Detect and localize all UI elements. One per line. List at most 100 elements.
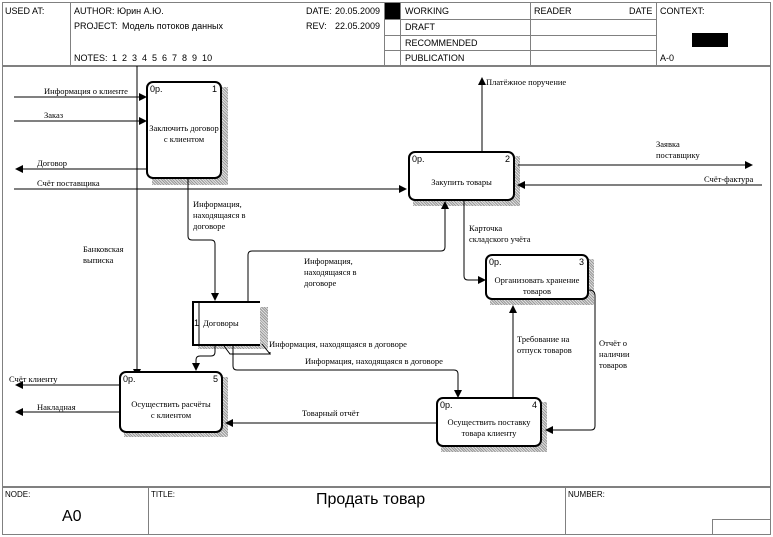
arrow-stock-report bbox=[545, 289, 596, 434]
data-store-body bbox=[193, 302, 260, 345]
status-row-line-2 bbox=[384, 35, 656, 36]
process-4[interactable]: 0р. 4 Осуществить поставку товара клиент… bbox=[436, 397, 542, 447]
label-bank-statement-2: выписка bbox=[83, 255, 114, 265]
footer-small-box bbox=[712, 519, 771, 535]
data-store-name: Договоры bbox=[203, 318, 239, 328]
diagram-frame bbox=[2, 66, 771, 487]
process-3-op: 0р. bbox=[489, 257, 502, 267]
project-value: Модель потоков данных bbox=[122, 21, 224, 31]
label-bank-statement-1: Банковская bbox=[83, 244, 124, 254]
label-supplier-request-2: поставщику bbox=[656, 150, 700, 160]
status-draft[interactable]: DRAFT bbox=[405, 22, 435, 32]
used-at-label: USED AT: bbox=[5, 6, 45, 16]
footer-divider-1 bbox=[148, 487, 149, 535]
status-publication[interactable]: PUBLICATION bbox=[405, 53, 465, 63]
process-1[interactable]: 0р. 1 Заключить договор с клиентом bbox=[146, 81, 222, 179]
process-1-op: 0р. bbox=[150, 84, 163, 94]
label-contract-info-d: Информация, находящаяся в договоре bbox=[305, 356, 443, 366]
label-client-bill: Счёт клиенту bbox=[9, 374, 58, 384]
notes-label: NOTES: bbox=[74, 53, 108, 63]
context-node-marker bbox=[692, 33, 728, 47]
process-2[interactable]: 0р. 2 Закупить товары bbox=[408, 151, 515, 201]
date-label: DATE: bbox=[306, 6, 332, 16]
footer-frame bbox=[2, 487, 771, 535]
label-contract: Договор bbox=[37, 158, 68, 168]
label-stock-card-2: складского учёта bbox=[469, 234, 531, 244]
reader-date-label: DATE bbox=[629, 6, 653, 16]
arrow-contract-info-c bbox=[192, 346, 216, 371]
process-5-name-line2: с клиентом bbox=[150, 410, 192, 420]
status-row-line-3 bbox=[384, 50, 656, 51]
label-waybill: Накладная bbox=[37, 402, 76, 412]
label-order: Заказ bbox=[44, 110, 64, 120]
process-2-name: Закупить товары bbox=[410, 177, 513, 188]
process-4-op: 0р. bbox=[440, 400, 453, 410]
status-recommended[interactable]: RECOMMENDED bbox=[405, 38, 478, 48]
process-3-number: 3 bbox=[578, 257, 584, 267]
process-4-name: Осуществить поставку товара клиенту bbox=[438, 417, 540, 439]
label-payment-order: Платёжное поручение bbox=[486, 77, 567, 87]
diagram-title: Продать товар bbox=[316, 491, 426, 508]
title-label: TITLE: bbox=[151, 490, 176, 499]
author-value: Юрин А.Ю. bbox=[117, 6, 164, 16]
label-stock-card-1: Карточка bbox=[469, 223, 503, 233]
label-supplier-invoice: Счёт поставщика bbox=[37, 178, 100, 188]
header-divider-3 bbox=[400, 2, 401, 66]
date-value: 20.05.2009 bbox=[335, 6, 381, 16]
arrow-contract-info-c-label-line bbox=[223, 343, 272, 355]
context-node: A-0 bbox=[660, 53, 675, 63]
label-contract-info-b-3: договоре bbox=[304, 278, 337, 288]
arrow-contract-info-d bbox=[232, 346, 462, 398]
process-3-name: Организовать хранение товаров bbox=[487, 275, 587, 297]
arrow-contract-info-b bbox=[247, 201, 449, 302]
status-row-line-1 bbox=[384, 19, 656, 20]
header-divider-5 bbox=[656, 2, 657, 66]
author-label: AUTHOR: bbox=[74, 6, 115, 16]
label-contract-info-a-3: договоре bbox=[193, 221, 226, 231]
label-contract-info-b-2: находящаяся в bbox=[304, 267, 357, 277]
label-stock-report-3: товаров bbox=[599, 360, 628, 370]
header-divider-4 bbox=[530, 2, 531, 66]
process-5-name: Осуществить расчёты с клиентом bbox=[121, 399, 221, 421]
label-stock-report-1: Отчёт о bbox=[599, 338, 627, 348]
process-1-name-line1: Заключить договор bbox=[149, 123, 219, 133]
process-2-number: 2 bbox=[504, 154, 510, 164]
process-5-op: 0р. bbox=[123, 374, 136, 384]
process-2-op: 0р. bbox=[412, 154, 425, 164]
process-3-name-line2: товаров bbox=[522, 286, 552, 296]
process-4-name-line2: товара клиенту bbox=[461, 428, 517, 438]
number-label: NUMBER: bbox=[568, 490, 605, 499]
process-3-name-line1: Организовать хранение bbox=[494, 275, 580, 285]
arrow-contract-info-a bbox=[187, 178, 219, 301]
label-goods-report: Товарный отчёт bbox=[302, 408, 360, 418]
node-value: A0 bbox=[62, 508, 82, 525]
label-release-request-1: Требование на bbox=[517, 334, 570, 344]
node-label: NODE: bbox=[5, 490, 31, 499]
label-supplier-request-1: Заявка bbox=[656, 139, 680, 149]
label-stock-report-2: наличии bbox=[599, 349, 630, 359]
label-contract-info-c: Информация, находящаяся в договоре bbox=[269, 339, 407, 349]
process-4-name-line1: Осуществить поставку bbox=[447, 417, 531, 427]
process-5-name-line1: Осуществить расчёты bbox=[131, 399, 211, 409]
process-3[interactable]: 0р. 3 Организовать хранение товаров bbox=[485, 254, 589, 300]
project-label: PROJECT: bbox=[74, 21, 118, 31]
label-contract-info-a-1: Информация, bbox=[193, 199, 242, 209]
header-frame bbox=[2, 2, 771, 66]
process-1-name: Заключить договор с клиентом bbox=[148, 123, 220, 145]
label-client-info: Информация о клиенте bbox=[44, 86, 128, 96]
label-invoice: Счёт-фактура bbox=[704, 174, 754, 184]
status-working-marker bbox=[385, 3, 400, 19]
process-1-number: 1 bbox=[211, 84, 217, 94]
status-working[interactable]: WORKING bbox=[405, 6, 449, 16]
arrow-stock-card bbox=[463, 201, 486, 284]
label-contract-info-a-2: находящаяся в bbox=[193, 210, 246, 220]
header-divider-1 bbox=[70, 2, 71, 66]
rev-value: 22.05.2009 bbox=[335, 21, 381, 31]
process-5[interactable]: 0р. 5 Осуществить расчёты с клиентом bbox=[119, 371, 223, 433]
data-store-number: 1 bbox=[194, 318, 200, 328]
process-2-name-line1: Закупить товары bbox=[431, 177, 492, 187]
label-contract-info-b-1: Информация, bbox=[304, 256, 353, 266]
process-4-number: 4 bbox=[531, 400, 537, 410]
context-label: CONTEXT: bbox=[660, 6, 705, 16]
